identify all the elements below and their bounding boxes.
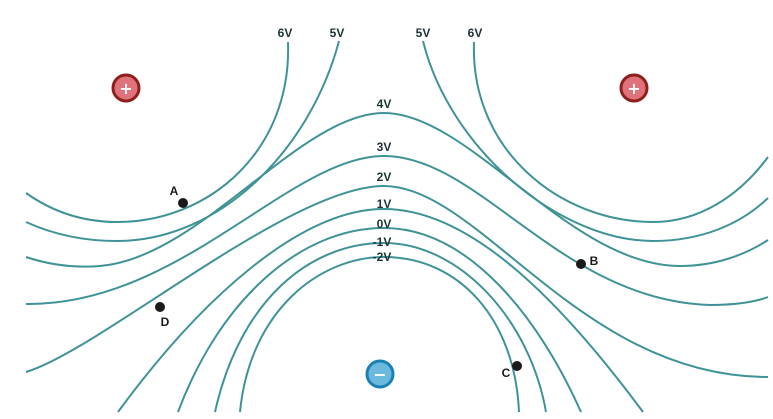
equipotential-4v: [25, 111, 769, 268]
equipotential-5v-right: [422, 40, 769, 243]
label-5v-left: 5V: [330, 26, 345, 40]
equipotential-0v: [177, 226, 582, 413]
label-minus1v: -1V: [373, 235, 392, 249]
plus-sign: +: [627, 79, 640, 98]
plus-sign: +: [119, 79, 132, 98]
label-6v-left: 6V: [278, 26, 293, 40]
label-0v: 0V: [377, 217, 392, 231]
positive-charge-right: +: [619, 73, 649, 103]
label-6v-right: 6V: [468, 26, 483, 40]
equipotential-minus2v: [239, 255, 520, 413]
label-minus2v: -2V: [373, 250, 392, 264]
label-5v-right: 5V: [416, 26, 431, 40]
label-3v: 3V: [377, 140, 392, 154]
label-1v: 1V: [377, 197, 392, 211]
equipotential-3v: [25, 154, 769, 307]
point-a: [178, 198, 188, 208]
equipotential-minus1v: [214, 241, 547, 413]
label-4v: 4V: [377, 97, 392, 111]
equipotential-2v: [25, 184, 769, 378]
point-b-label: B: [590, 254, 599, 268]
positive-charge-left: +: [111, 73, 141, 103]
equipotential-5v-left: [25, 40, 340, 243]
equipotential-1v: [117, 207, 644, 413]
label-2v: 2V: [377, 170, 392, 184]
equipotential-6v-right: [472, 41, 769, 224]
minus-sign: −: [373, 365, 386, 384]
point-d: [155, 302, 165, 312]
point-c: [512, 361, 522, 371]
point-d-label: D: [161, 315, 170, 329]
point-b: [576, 259, 586, 269]
point-a-label: A: [170, 184, 179, 198]
point-c-label: C: [502, 366, 511, 380]
equipotential-6v-left: [25, 41, 290, 224]
negative-charge: −: [365, 359, 395, 389]
